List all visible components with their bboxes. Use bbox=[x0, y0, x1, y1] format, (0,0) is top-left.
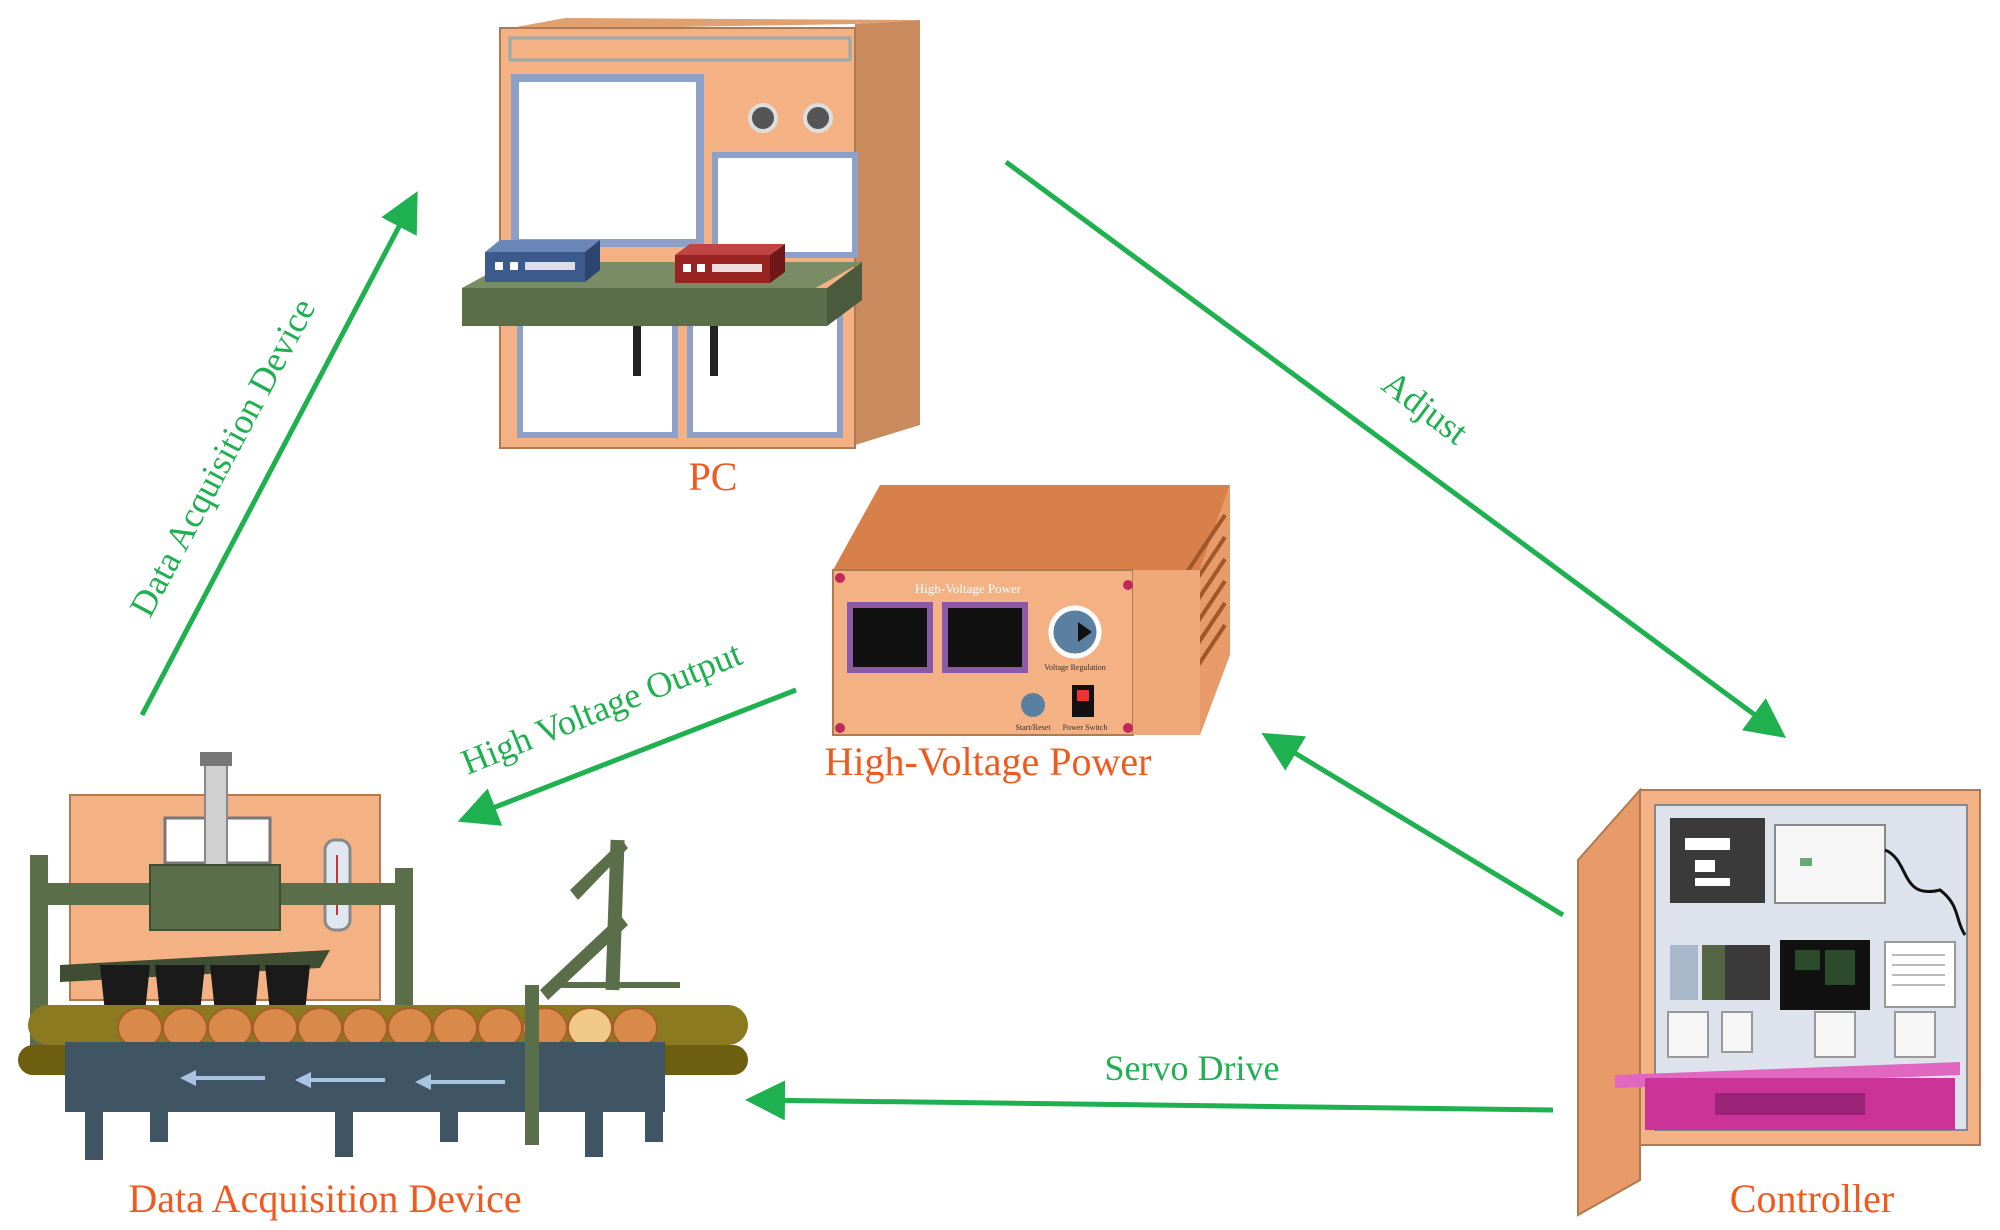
node-label-data-acquisition: Data Acquisition Device bbox=[128, 1176, 521, 1221]
hv-button-label: Start/Reset bbox=[1015, 723, 1051, 732]
hv-switch-label: Power Switch bbox=[1063, 723, 1108, 732]
edge-label-adjust: Adjust bbox=[1375, 363, 1476, 453]
high-voltage-power-illustration: High-Voltage Power Voltage Regulation St… bbox=[832, 485, 1230, 736]
edge-label-high-voltage-output: High Voltage Output bbox=[456, 633, 748, 782]
pc-cabinet-illustration bbox=[462, 18, 920, 449]
edge-label-daq-to-pc: Data Acquisition Device bbox=[122, 292, 323, 623]
hv-knob-label: Voltage Regulation bbox=[1044, 663, 1105, 672]
data-acquisition-illustration bbox=[18, 752, 748, 1160]
blue-instrument bbox=[485, 240, 600, 282]
edge-pc-to-controller bbox=[1004, 159, 1787, 738]
hv-panel-title: High-Voltage Power bbox=[915, 581, 1022, 596]
edge-controller-to-daq bbox=[745, 1080, 1554, 1121]
edge-controller-to-hv bbox=[1261, 732, 1565, 918]
edge-hv-to-daq bbox=[457, 687, 797, 826]
node-label-pc: PC bbox=[689, 454, 738, 499]
edge-daq-to-pc bbox=[139, 191, 418, 717]
node-label-controller: Controller bbox=[1730, 1176, 1894, 1221]
node-label-high-voltage-power: High-Voltage Power bbox=[825, 739, 1152, 784]
edge-label-servo-drive: Servo Drive bbox=[1105, 1048, 1280, 1088]
controller-illustration bbox=[1577, 787, 1981, 1217]
red-instrument bbox=[675, 244, 785, 283]
